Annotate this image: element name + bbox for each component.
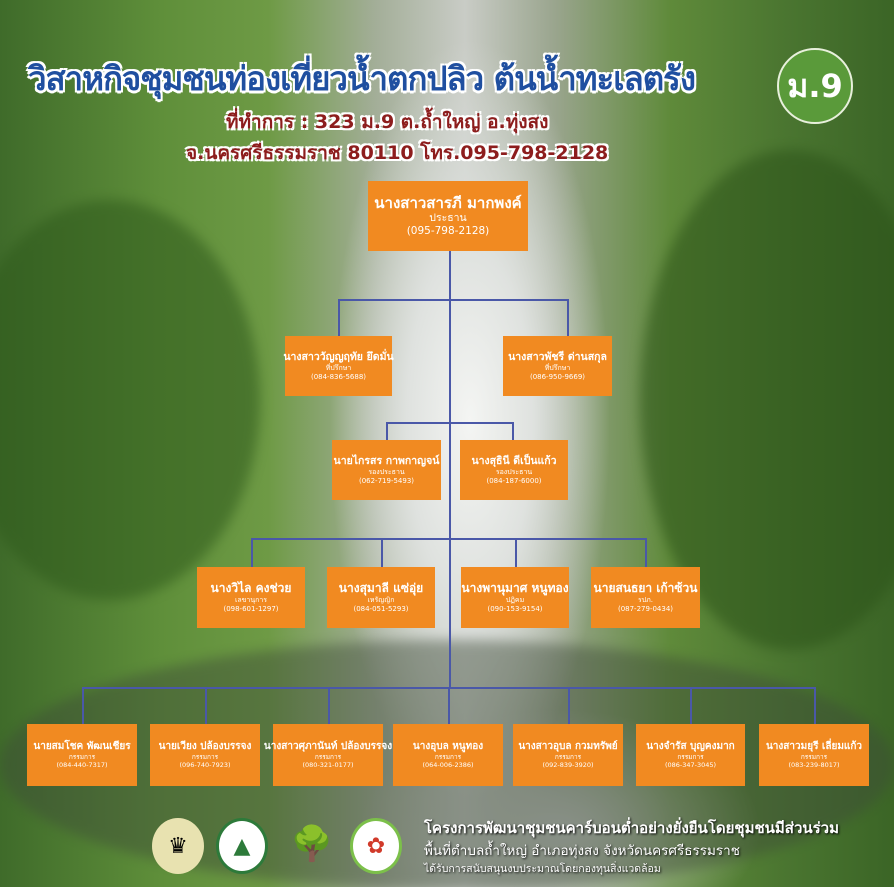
member-role: ที่ปรึกษา: [544, 363, 571, 372]
member-phone: (084-440-7317): [56, 761, 108, 770]
member-name: นางสุมาลี แซ่อุ่ย: [338, 581, 424, 596]
connector-line: [205, 687, 207, 724]
member-role: กรรมการ: [314, 753, 342, 762]
member-name: นายไกรสร กาพกาญจน์: [333, 454, 440, 467]
committee-box: นายสมโชค พัฒนเชียรกรรมการ(084-440-7317): [27, 724, 137, 786]
committee-box: นางอุบล หนูทองกรรมการ(064-006-2386): [393, 724, 503, 786]
member-role: รองประธาน: [368, 467, 405, 476]
connector-line: [328, 687, 330, 724]
member-phone: (096-740-7923): [179, 761, 231, 770]
officer-box: นางพานุมาศ หนูทองปฏิคม(090-153-9154): [461, 567, 569, 628]
address-line-1: ที่ทำการ : 323 ม.9 ต.ถ้ำใหญ่ อ.ทุ่งสง: [226, 111, 549, 133]
member-name: นางวิไล คงช่วย: [210, 581, 292, 596]
member-name: นางจำรัส บุญคงมาก: [646, 740, 735, 752]
member-name: นางสาวอุบล กวมทรัพย์: [518, 740, 618, 752]
member-phone: (062-719-5493): [358, 476, 415, 485]
member-name: นายเวียง ปล้องบรรจง: [158, 740, 252, 752]
footer-funding: ได้รับการสนับสนุนงบประมาณโดยกองทุนสิ่งแว…: [424, 863, 661, 875]
footer-area: พื้นที่ตำบลถ้ำใหญ่ อำเภอทุ่งสง จังหวัดนค…: [424, 843, 740, 859]
community-fund-logo: ✿: [350, 818, 402, 874]
connector-line: [386, 422, 388, 440]
connector-line: [567, 299, 569, 336]
member-name: นางสาวมยุรี เลี่ยมแก้ว: [765, 740, 863, 752]
member-role: เลขานุการ: [234, 596, 268, 605]
member-phone: (087-279-0434): [617, 605, 674, 613]
foliage-left: [0, 200, 260, 600]
member-phone: (084-187-6000): [486, 476, 542, 485]
vice-chair-box: นางสุธินี ดีเป็นแก้วรองประธาน(084-187-60…: [460, 440, 568, 500]
officer-box: นางวิไล คงช่วยเลขานุการ(098-601-1297): [197, 567, 305, 628]
member-role: กรรมการ: [191, 753, 219, 762]
member-role: ประธาน: [429, 212, 467, 225]
member-name: นางสาววัญญฤทัย ยึดมั่น: [283, 350, 394, 363]
village-badge: ม.9: [777, 48, 853, 124]
address-line-2: จ.นครศรีธรรมราช 80110 โทร.095-798-2128: [186, 142, 609, 164]
member-role: รองประธาน: [495, 467, 533, 476]
member-role: รปภ.: [637, 596, 654, 605]
member-name: นางสาวพัชรี ด่านสกุล: [508, 350, 607, 363]
member-role: กรรมการ: [677, 753, 704, 762]
member-name: นางพานุมาศ หนูทอง: [461, 581, 569, 596]
advisor-box: นางสาววัญญฤทัย ยึดมั่นที่ปรึกษา(084-836-…: [283, 336, 394, 396]
connector-line: [338, 299, 340, 336]
member-role: กรรมการ: [554, 753, 582, 762]
footer-project: โครงการพัฒนาชุมชนคาร์บอนต่ำอย่างยั่งยืนโ…: [424, 819, 839, 837]
member-name: นางสุธินี ดีเป็นแก้ว: [471, 454, 557, 467]
connector-line: [386, 422, 514, 424]
member-name: นางอุบล หนูทอง: [412, 740, 484, 752]
member-phone: (090-153-9154): [487, 605, 543, 613]
member-name: นายสมโชค พัฒนเชียร: [33, 740, 131, 752]
member-phone: (080-321-0177): [302, 761, 354, 770]
connector-line: [251, 538, 646, 540]
connector-line: [448, 687, 450, 724]
member-name: นางสาวศุภานันท์ ปล้องบรรจง: [263, 740, 393, 752]
connector-line: [338, 299, 569, 301]
committee-box: นางสาวมยุรี เลี่ยมแก้วกรรมการ(083-239-80…: [759, 724, 869, 786]
connector-line: [82, 687, 84, 724]
committee-box: นางสาวอุบล กวมทรัพย์กรรมการ(092-839-3920…: [513, 724, 623, 786]
ministry-seal-logo: ♛: [152, 818, 204, 874]
member-phone: (086-950-9669): [529, 372, 586, 381]
connector-line: [251, 538, 253, 567]
connector-line: [568, 687, 570, 724]
vice-chair-box: นายไกรสร กาพกาญจน์รองประธาน(062-719-5493…: [332, 440, 441, 500]
connector-line: [690, 687, 692, 724]
committee-box: นางสาวศุภานันท์ ปล้องบรรจงกรรมการ(080-32…: [264, 724, 392, 786]
member-phone: (084-836-5688): [310, 372, 367, 381]
advisor-box: นางสาวพัชรี ด่านสกุลที่ปรึกษา(086-950-96…: [503, 336, 612, 396]
committee-box: นายเวียง ปล้องบรรจงกรรมการ(096-740-7923): [150, 724, 260, 786]
member-role: ที่ปรึกษา: [325, 363, 352, 372]
member-phone: (064-006-2386): [422, 761, 474, 770]
officer-box: นางสุมาลี แซ่อุ่ยเหรัญญิก(084-051-5293): [327, 567, 435, 628]
member-role: ปฏิคม: [505, 596, 525, 605]
officer-box: นายสนธยา เก้าซ้วนรปภ.(087-279-0434): [591, 567, 700, 628]
member-phone: (098-601-1297): [223, 605, 279, 613]
chairman-box: นางสาวสารภี มากพงค์ประธาน(095-798-2128): [368, 181, 528, 251]
connector-line: [381, 538, 383, 567]
connector-line: [449, 251, 451, 689]
member-phone: (095-798-2128): [406, 225, 490, 238]
member-name: นางสาวสารภี มากพงค์: [374, 193, 522, 212]
member-phone: (086-347-3045): [664, 761, 717, 770]
member-role: กรรมการ: [800, 753, 828, 762]
member-role: กรรมการ: [68, 753, 96, 762]
member-name: นายสนธยา เก้าซ้วน: [593, 581, 698, 596]
poster-title: วิสาหกิจชุมชนท่องเที่ยวน้ำตกปลิว ต้นน้ำท…: [28, 59, 696, 98]
member-role: กรรมการ: [434, 753, 462, 762]
member-phone: (084-051-5293): [353, 605, 409, 613]
committee-box: นางจำรัส บุญคงมากกรรมการ(086-347-3045): [636, 724, 745, 786]
member-phone: (083-239-8017): [788, 761, 840, 770]
member-role: เหรัญญิก: [367, 596, 395, 605]
tree-logo: 🌳: [290, 824, 334, 864]
connector-line: [645, 538, 647, 567]
forest-agency-logo: ▲: [216, 818, 268, 874]
connector-line: [512, 422, 514, 440]
member-phone: (092-839-3920): [542, 761, 594, 770]
connector-line: [515, 538, 517, 567]
foliage-right: [640, 150, 894, 650]
connector-line: [814, 687, 816, 724]
